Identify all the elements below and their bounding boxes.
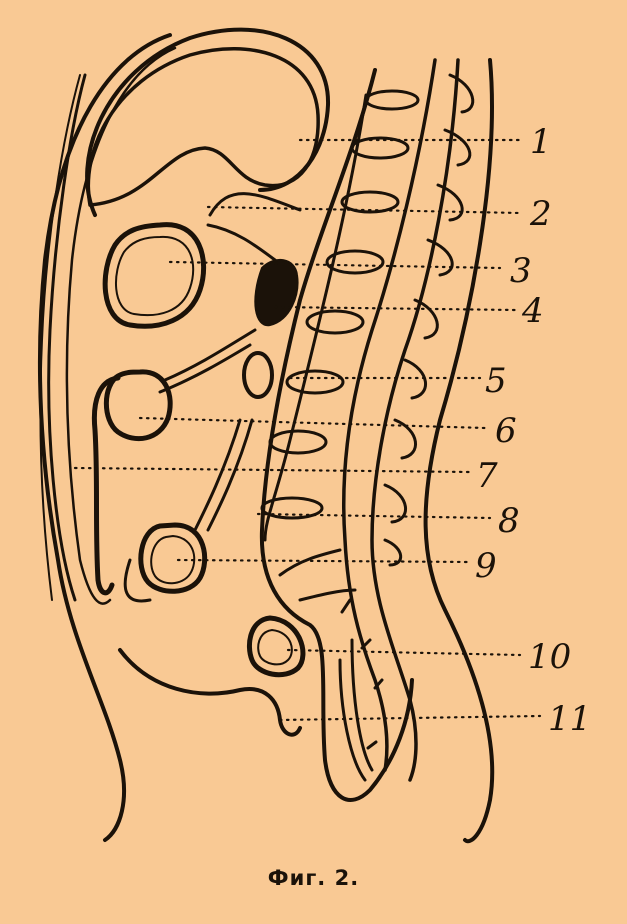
small-intestine [138,522,208,594]
duodenum-stalk [193,418,254,532]
vertebral-bodies [260,89,420,520]
spine-anterior [259,68,414,802]
label-9: 9 [475,546,497,586]
transverse-colon-fold [91,375,121,596]
rectum [338,638,374,782]
stomach [102,222,207,329]
mesentery-middle [158,328,257,394]
label-3: 3 [510,251,532,291]
diaphragm-outline [85,27,331,217]
abdominal-wall-outline [37,33,172,842]
transverse-colon [103,369,173,442]
stomach-inner [115,235,195,317]
label-11: 11 [548,699,591,739]
figure-caption: Фиг. 2. [267,866,360,890]
mesentery-upper [206,192,302,262]
spinal-canal-back [370,58,460,782]
label-6: 6 [495,411,517,451]
number-labels: 1 2 3 4 5 6 7 8 9 10 11 [475,122,591,739]
peritoneum-line [47,73,87,602]
duodenum [242,351,274,399]
peritoneum-line-2 [39,74,81,601]
label-8: 8 [498,501,520,541]
label-7: 7 [476,456,498,496]
spinous-processes [383,73,475,567]
liver [86,47,320,207]
pancreas [254,259,299,327]
small-intestine-inner [150,535,196,585]
vertebral-side-line [263,93,368,542]
leader-lines [73,138,542,722]
pelvic-floor [118,648,302,737]
bladder [246,615,306,678]
small-intestine-fold [123,558,152,603]
label-4: 4 [521,291,544,331]
label-5: 5 [485,361,507,401]
label-1: 1 [530,122,552,162]
label-10: 10 [528,637,571,677]
sacrum-segments [278,548,384,750]
back-outline [423,58,495,844]
bladder-inner [257,629,293,666]
label-2: 2 [529,194,552,234]
spinal-canal-front [342,58,437,772]
anatomical-diagram: 1 2 3 4 5 6 7 8 9 10 11 [37,27,591,844]
